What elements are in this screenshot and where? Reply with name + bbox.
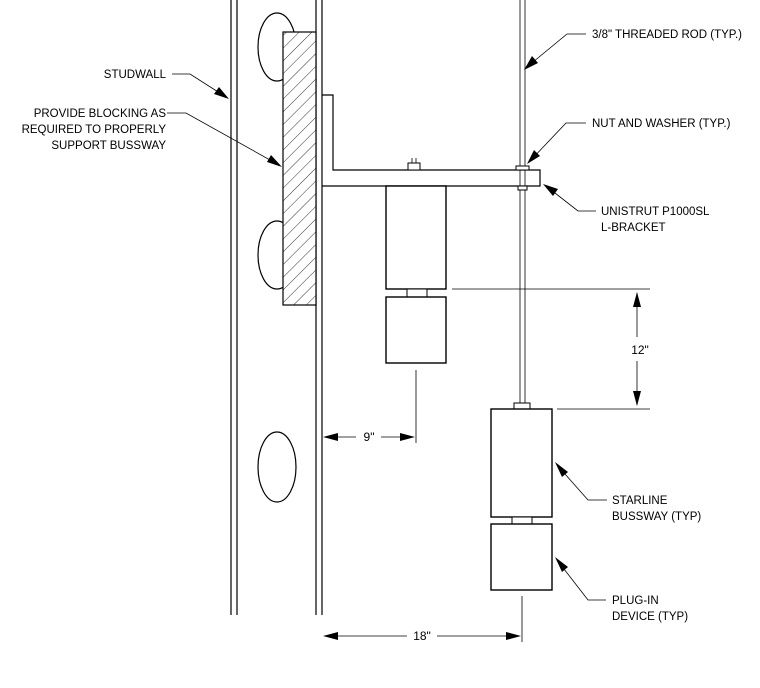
threaded-rod [515, 0, 530, 403]
label-blocking-line3: SUPPORT BUSSWAY [51, 140, 166, 152]
dimension-12in: 12" [452, 288, 650, 410]
label-threaded-rod: 3/8" THREADED ROD (TYP.) [592, 29, 742, 41]
label-blocking-line1: PROVIDE BLOCKING AS [34, 108, 167, 120]
unistrut-l-bracket [322, 94, 541, 187]
leaders [167, 33, 607, 601]
blocking [282, 31, 317, 306]
upper-bussway [385, 185, 447, 298]
label-plugin-line1: PLUG-IN [612, 595, 659, 607]
lower-bussway [490, 408, 553, 525]
dimension-18in: 18" [323, 596, 523, 643]
annotation-labels: STUDWALL PROVIDE BLOCKING AS REQUIRED TO… [22, 29, 743, 623]
label-unistrut-line1: UNISTRUT P1000SL [601, 206, 710, 218]
label-plugin-line2: DEVICE (TYP) [612, 611, 688, 623]
lower-bussway-nut [513, 402, 531, 410]
dimension-label-18: 18" [413, 629, 431, 643]
dimension-label-9: 9" [364, 430, 375, 444]
dimension-9in: 9" [323, 370, 417, 444]
label-studwall: STUDWALL [104, 69, 167, 81]
dimension-label-12: 12" [631, 343, 649, 357]
label-unistrut-line2: L-BRACKET [601, 222, 666, 234]
wall-opening [257, 431, 297, 503]
lower-plug-in-device [490, 523, 553, 591]
label-blocking-line2: REQUIRED TO PROPERLY [22, 124, 167, 136]
label-starline-line2: BUSSWAY (TYP) [612, 511, 701, 523]
bracket-nut [407, 158, 421, 171]
upper-plug-in-device [385, 296, 447, 364]
label-starline-line1: STARLINE [612, 495, 668, 507]
label-nut-washer: NUT AND WASHER (TYP.) [592, 118, 731, 130]
